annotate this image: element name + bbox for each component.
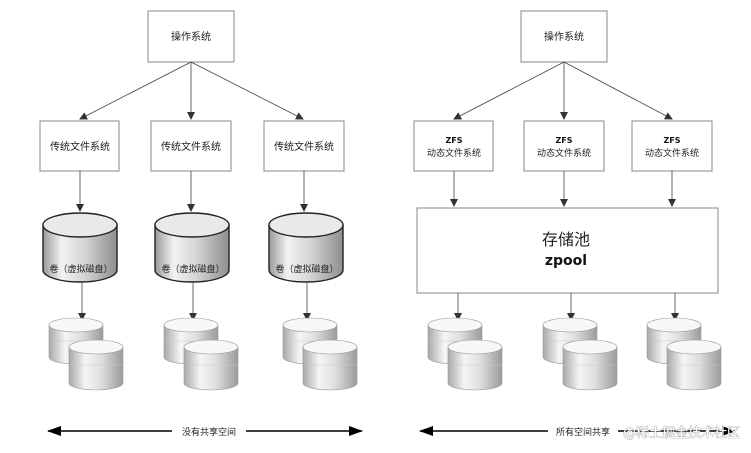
watermark: @稀土掘金技术社区 (623, 425, 740, 441)
left-volume-label-2: 卷（虚拟磁盘） (161, 263, 224, 275)
right-disk-stack-1 (427, 317, 503, 391)
left-fs-box-1 (39, 120, 120, 172)
left-disk-stack-3 (282, 317, 358, 391)
left-os-box (147, 10, 235, 63)
right-zfs-box-2 (523, 120, 605, 172)
left-disk-stack-2 (163, 317, 239, 391)
left-volume-label-3: 卷（虚拟磁盘） (275, 263, 338, 275)
left-os-label: 操作系统 (171, 30, 211, 43)
left-fs-label-2: 传统文件系统 (161, 140, 221, 153)
storage-pool-label: 存储池 (542, 230, 590, 249)
right-arrow-os-zfs3 (563, 61, 673, 120)
left-volume-label-1: 卷（虚拟磁盘） (49, 263, 112, 275)
right-zfs-sub-2: 动态文件系统 (537, 147, 591, 159)
storage-pool-box (416, 207, 719, 294)
left-bottom-label: 没有共享空间 (182, 426, 236, 438)
left-fs-box-3 (263, 120, 345, 172)
right-zfs-box-1 (413, 120, 494, 172)
left-arrow-os-fs3 (190, 61, 304, 120)
left-disk-stack-1 (48, 317, 124, 391)
right-zfs-title-3: ZFS (663, 136, 680, 145)
left-bottom-label-bg (172, 423, 246, 439)
right-os-box (520, 10, 608, 63)
left-fs-label-3: 传统文件系统 (274, 140, 334, 153)
left-volume-3 (268, 212, 344, 283)
right-zfs-box-3 (631, 120, 713, 172)
right-zfs-sub-3: 动态文件系统 (645, 147, 699, 159)
left-arrow-os-fs1 (79, 61, 192, 120)
right-os-label: 操作系统 (544, 30, 584, 43)
right-disk-stack-3 (646, 317, 722, 391)
left-diagram: 操作系统 传统文件系统 传统文件系统 传统文件系统 卷（虚拟磁盘） 卷（虚拟磁盘… (39, 10, 363, 439)
left-fs-label-1: 传统文件系统 (50, 140, 110, 153)
right-arrow-os-zfs1 (453, 61, 565, 120)
left-volume-2 (154, 212, 230, 283)
left-volume-1 (42, 212, 118, 283)
right-zfs-title-1: ZFS (445, 136, 462, 145)
right-disk-stack-2 (542, 317, 618, 391)
right-zfs-title-2: ZFS (555, 136, 572, 145)
storage-pool-sub: zpool (545, 253, 587, 269)
right-diagram: 操作系统 ZFS 动态文件系统 ZFS 动态文件系统 ZFS 动态文件系统 存储… (413, 10, 736, 439)
right-zfs-sub-1: 动态文件系统 (427, 147, 481, 159)
right-bottom-label-bg (548, 423, 618, 439)
right-bottom-label: 所有空间共享 (556, 426, 610, 438)
